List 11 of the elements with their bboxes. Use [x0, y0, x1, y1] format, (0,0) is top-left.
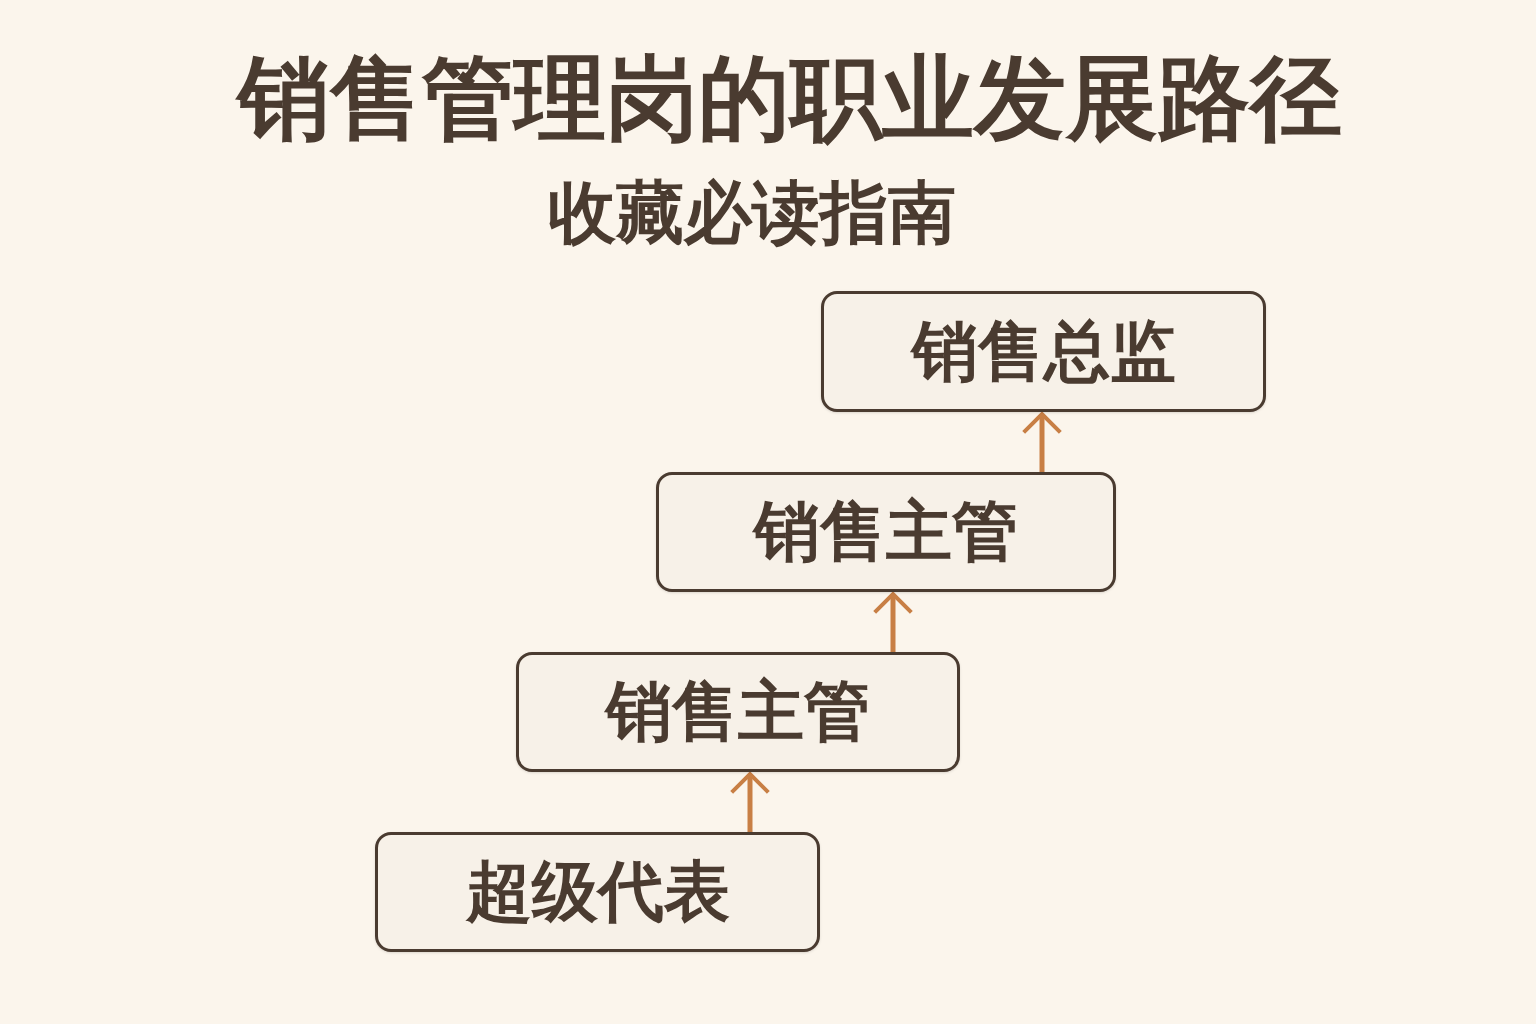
title: 销售管理岗的职业发展路径: [140, 48, 1440, 150]
position-box: [516, 652, 960, 772]
arrow: [872, 592, 914, 652]
position-box: [375, 832, 820, 952]
position-box: [821, 291, 1266, 412]
arrow: [729, 772, 771, 832]
position-box: [656, 472, 1116, 592]
subtitle: 收藏必读指南: [547, 172, 957, 254]
position-title: 销售总监: [911, 318, 1176, 385]
arrow: [1021, 412, 1063, 472]
position-title: 超级代表: [465, 859, 730, 925]
